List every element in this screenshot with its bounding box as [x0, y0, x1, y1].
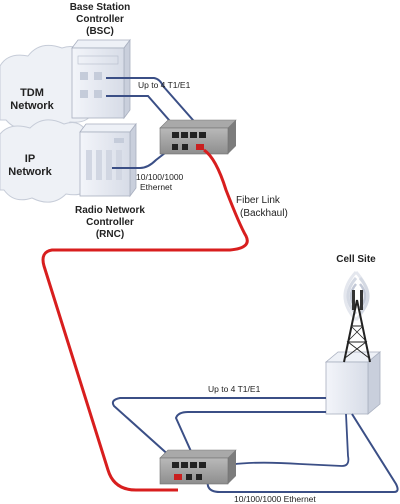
bsc-label-line2: Controller: [76, 14, 124, 25]
ip-label-line1: IP: [25, 153, 35, 165]
fiber-label-line1: Fiber Link: [236, 195, 281, 206]
cell-site-label: Cell Site: [336, 254, 376, 265]
bottom-access-device: [159, 449, 237, 485]
bsc-cabinet: [71, 38, 131, 120]
top-ethernet-label-line1: 10/100/1000: [136, 172, 184, 182]
rnc-cabinet: [79, 122, 137, 198]
cell-site-cabinet: [324, 351, 382, 415]
bottom-t1e1-link: [111, 397, 326, 459]
top-ethernet-label-line2: Ethernet: [140, 182, 173, 192]
rnc-label-line2: Controller: [86, 217, 134, 228]
fiber-label-line2: (Backhaul): [240, 208, 288, 219]
tdm-label-line2: Network: [10, 100, 54, 112]
top-ethernet-link: [112, 145, 175, 169]
ip-label-line2: Network: [8, 166, 52, 178]
radio-tower-icon: [343, 270, 371, 363]
top-access-device: [159, 119, 237, 155]
rnc-label-line3: (RNC): [96, 229, 124, 240]
bsc-label-line1: Base Station: [70, 2, 131, 13]
tdm-label-line1: TDM: [20, 87, 44, 99]
top-t1e1-label: Up to 4 T1/E1: [138, 80, 191, 90]
bottom-t1e1-label: Up to 4 T1/E1: [208, 384, 261, 394]
rnc-label-line1: Radio Network: [75, 205, 145, 216]
bsc-label-line3: (BSC): [86, 26, 114, 37]
fiber-backhaul-link: [41, 148, 249, 492]
bottom-ethernet-label: 10/100/1000 Ethernet: [234, 494, 316, 504]
top-t1e1-link: [106, 77, 201, 129]
